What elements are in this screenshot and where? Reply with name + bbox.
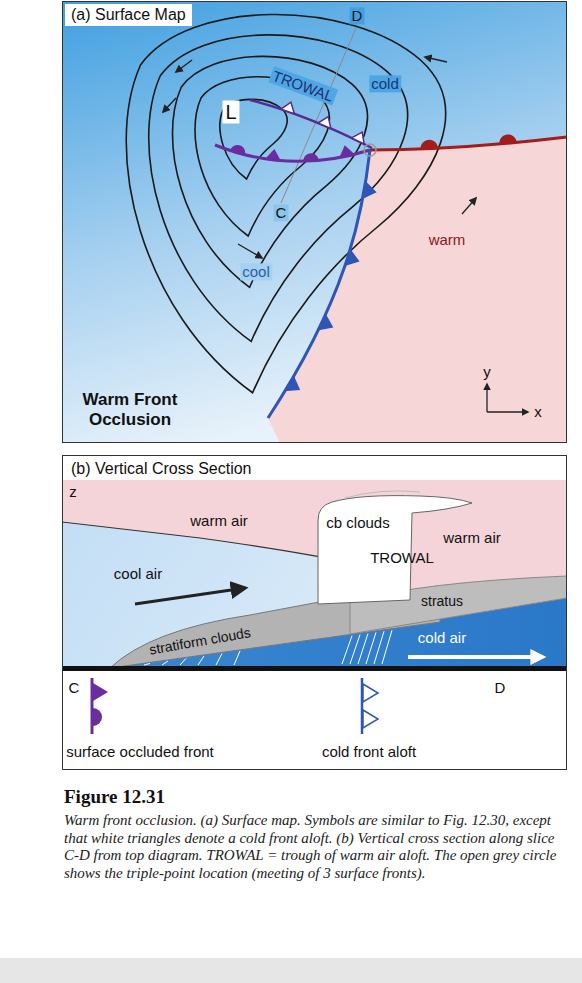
occluded-front bbox=[215, 145, 370, 161]
low-center: L bbox=[222, 101, 239, 124]
front-symbol bbox=[421, 141, 437, 149]
slice-line bbox=[281, 28, 356, 203]
warm-air-region bbox=[62, 480, 567, 668]
page-edge bbox=[0, 958, 582, 983]
figure-caption: Warm front occlusion. (a) Surface map. S… bbox=[64, 812, 564, 883]
slice-end: D bbox=[495, 679, 506, 696]
cb-cloud bbox=[318, 496, 472, 604]
isobar bbox=[126, 15, 445, 393]
symbol-label: cold front aloft bbox=[322, 743, 416, 760]
cold-front bbox=[268, 150, 370, 418]
front-symbol bbox=[500, 135, 516, 144]
section-front-symbols bbox=[92, 678, 378, 734]
section-panel: (b) Vertical Cross Section bbox=[62, 455, 567, 770]
isobar bbox=[220, 99, 287, 179]
axis-label: x bbox=[534, 403, 542, 420]
symbol-label: surface occluded front bbox=[66, 743, 214, 760]
isobar bbox=[149, 35, 408, 342]
trowal-label: TROWAL bbox=[370, 549, 434, 566]
air-mass-label: warm bbox=[427, 231, 468, 248]
front-symbol bbox=[318, 117, 331, 129]
front-symbol bbox=[345, 250, 358, 265]
front-symbol bbox=[352, 132, 365, 144]
trowal-label: TROWAL bbox=[268, 66, 337, 105]
surface-map bbox=[62, 1, 567, 443]
front-symbol bbox=[340, 146, 354, 157]
panel-heading: (b) Vertical Cross Section bbox=[65, 458, 258, 480]
front-symbol bbox=[319, 315, 333, 329]
air-mass-label: cold bbox=[369, 75, 401, 92]
axis-label: y bbox=[483, 363, 491, 380]
slice-end: C bbox=[274, 204, 289, 221]
warm-sector bbox=[268, 137, 567, 443]
cold-air-ground bbox=[62, 1, 567, 443]
front-symbols bbox=[231, 102, 516, 390]
air-mass-label: cold air bbox=[418, 629, 466, 646]
map-panel: (a) Surface Map bbox=[62, 1, 567, 443]
wind-arrows bbox=[163, 57, 476, 258]
isobar bbox=[172, 56, 367, 287]
front-symbol bbox=[363, 182, 375, 198]
front-symbol bbox=[285, 377, 299, 391]
cross-section bbox=[62, 455, 567, 770]
panel-heading: (a) Surface Map bbox=[65, 4, 192, 26]
air-mass-label: cool air bbox=[114, 565, 162, 582]
slice-end: C bbox=[69, 679, 80, 696]
isobar bbox=[195, 77, 329, 236]
cloud-label: stratus bbox=[421, 593, 463, 609]
figure-title: Figure 12.31 bbox=[64, 786, 165, 808]
front-symbol bbox=[304, 154, 318, 161]
slice-end: D bbox=[350, 7, 365, 24]
warm-front bbox=[370, 137, 567, 150]
cloud-label: stratiform clouds bbox=[148, 624, 252, 658]
air-mass-label: warm air bbox=[443, 529, 501, 546]
isobars bbox=[126, 15, 445, 393]
front-symbol bbox=[231, 146, 245, 155]
cool-air-motion bbox=[135, 588, 245, 604]
axis-label: z bbox=[69, 483, 77, 500]
front-symbol bbox=[266, 150, 280, 161]
air-mass-label: warm air bbox=[190, 512, 248, 529]
front-symbol bbox=[281, 102, 294, 114]
cold-air-motion bbox=[408, 655, 540, 659]
air-mass-label: cool bbox=[240, 263, 272, 280]
triple-point bbox=[364, 144, 376, 156]
trowal-line bbox=[250, 100, 372, 148]
ground bbox=[62, 666, 567, 671]
map-title: Warm Front Occlusion bbox=[60, 390, 200, 429]
cloud-label: cb clouds bbox=[326, 514, 389, 531]
axes bbox=[487, 384, 528, 412]
